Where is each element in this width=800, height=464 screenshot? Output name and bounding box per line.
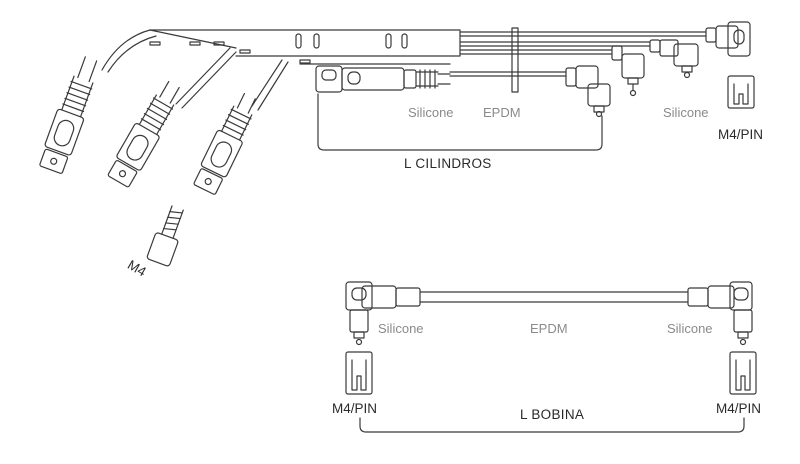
material-label-silicone: Silicone bbox=[378, 321, 424, 336]
angled-connector-3 bbox=[649, 39, 699, 79]
spark-plug-boot-2 bbox=[107, 80, 180, 188]
bottom-cable-wire bbox=[419, 291, 689, 303]
terminal-label-m4-pin: M4/PIN bbox=[716, 401, 762, 416]
material-label-epdm: EPDM bbox=[530, 321, 568, 336]
loom-slot bbox=[313, 33, 320, 49]
material-label-epdm: EPDM bbox=[483, 105, 521, 120]
terminal-label-m4-pin: M4/PIN bbox=[718, 127, 764, 142]
top-wire-loom bbox=[149, 27, 707, 93]
loom-clip bbox=[149, 41, 161, 46]
loom-slot bbox=[295, 33, 302, 49]
material-label-silicone: Silicone bbox=[663, 105, 709, 120]
length-label-bobina: L BOBINA bbox=[520, 407, 585, 422]
angled-connector-1 bbox=[565, 65, 611, 118]
length-label-cilindros: L CILINDROS bbox=[404, 156, 492, 171]
m4-pin-terminal-bottom-left bbox=[345, 351, 373, 395]
terminal-label-m4-pin: M4/PIN bbox=[332, 401, 378, 416]
loom-clip bbox=[299, 59, 311, 64]
material-label-silicone: Silicone bbox=[667, 321, 713, 336]
loom-clip bbox=[189, 41, 201, 46]
loom-sheath bbox=[149, 29, 461, 57]
coil-connector bbox=[705, 21, 751, 57]
spark-plug-boot-3 bbox=[193, 92, 256, 195]
spark-plug-boot-1 bbox=[39, 56, 98, 174]
m4-pin-terminal-top bbox=[727, 75, 755, 109]
bottom-cable bbox=[345, 281, 753, 346]
cylinder-branches bbox=[101, 29, 289, 111]
length-bracket-bobina bbox=[359, 417, 745, 433]
loom-slot bbox=[401, 33, 408, 49]
angled-connector-2 bbox=[611, 45, 645, 97]
loom-slot bbox=[385, 33, 392, 49]
wire-separator-clip bbox=[511, 27, 519, 93]
loom-clip bbox=[213, 41, 225, 46]
m4-nut bbox=[146, 205, 184, 267]
straight-boot-connector bbox=[315, 65, 451, 93]
material-label-silicone: Silicone bbox=[408, 105, 454, 120]
m4-pin-terminal-bottom-right bbox=[729, 351, 757, 395]
loom-clip bbox=[239, 49, 251, 54]
length-bracket-cilindros bbox=[317, 93, 603, 151]
